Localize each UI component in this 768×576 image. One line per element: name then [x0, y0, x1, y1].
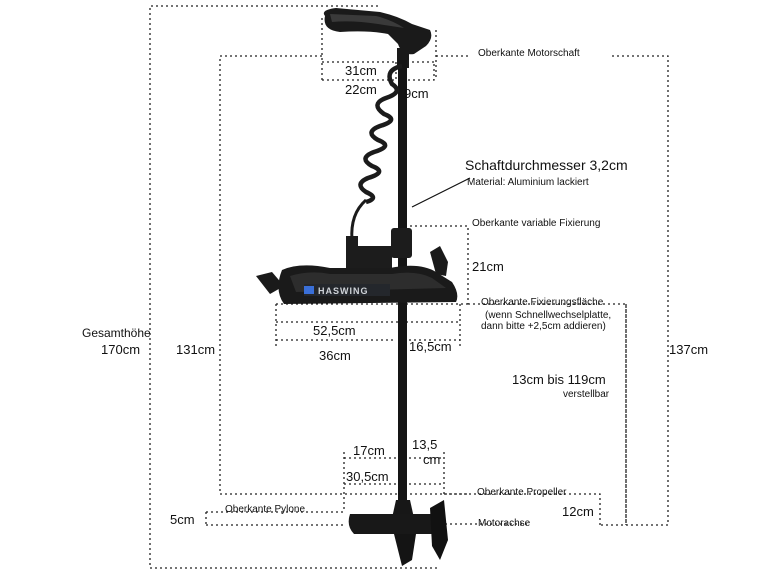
- pylon-box: [343, 452, 445, 512]
- mount-offset-label: 16,5cm: [409, 339, 452, 354]
- handle-offset-box: [395, 62, 435, 81]
- handle-length-label: 22cm: [345, 82, 377, 97]
- motorschaft-top-label: Oberkante Motorschaft: [478, 48, 580, 59]
- left-height-label: 131cm: [176, 342, 216, 357]
- gesamthoehe-value: 170cm: [101, 342, 141, 357]
- shaft-diameter-label: Schaftdurchmesser 3,2cm: [465, 157, 628, 173]
- pylon-value-label: 5cm: [170, 512, 195, 527]
- control-box: [346, 246, 392, 272]
- pylon-17-label: 17cm: [353, 443, 385, 458]
- propeller-value-label: 12cm: [562, 504, 594, 519]
- variable-fix-line: [405, 225, 469, 304]
- mount-width-label: 52,5cm: [313, 323, 356, 338]
- skeg: [394, 534, 416, 566]
- pylon: [392, 500, 414, 518]
- variable-fix-label: Oberkante variable Fixierung: [472, 218, 601, 229]
- propeller-top-line: [444, 493, 601, 525]
- gesamthoehe-title: Gesamthöhe: [82, 326, 151, 340]
- right-height-line: [600, 55, 669, 526]
- shaft-leader-line: [411, 177, 471, 208]
- handle-box: [321, 18, 437, 81]
- brand-logo: HASWING: [318, 286, 369, 296]
- right-height-label: 137cm: [669, 342, 709, 357]
- brand-accent: [304, 286, 314, 294]
- adjust-note-label: verstellbar: [563, 389, 610, 400]
- mount-top-label-2: (wenn Schnellwechselplatte,: [485, 310, 612, 321]
- handle-grip-highlight: [330, 14, 404, 28]
- mount-box: [275, 304, 461, 346]
- motor-axis-label: Motorachse: [478, 518, 531, 529]
- dimension-lines: [149, 5, 669, 569]
- mount-lever-right: [430, 246, 448, 276]
- handle-offset-label: 9cm: [404, 86, 429, 101]
- mount-depth-label: 36cm: [319, 348, 351, 363]
- cable-lower: [350, 198, 368, 241]
- propeller-top-label: Oberkante Propeller: [477, 487, 567, 498]
- mount-top-label-1: Oberkante Fixierungsfläche: [481, 297, 604, 308]
- left-height-line: [219, 55, 470, 495]
- propeller: [430, 500, 448, 560]
- shaft-collar: [391, 228, 412, 258]
- motor-pod: [348, 514, 443, 534]
- coiled-cable: [358, 63, 403, 205]
- adjust-range-label: 13cm bis 119cm: [512, 372, 606, 387]
- mount-top-label-3: dann bitte +2,5cm addieren): [481, 321, 606, 332]
- variable-fix-value: 21cm: [472, 259, 504, 274]
- pylon-135-label-a: 13,5: [412, 437, 438, 452]
- pylon-135-label-b: cm: [423, 452, 441, 467]
- pylon-top-label: Oberkante Pylone: [225, 504, 306, 515]
- shaft-material-label: Material: Aluminium lackiert: [467, 177, 589, 188]
- mount-top-line: [276, 303, 627, 525]
- trolling-motor-illustration: HASWING: [256, 8, 458, 566]
- pylon-305-label: 30,5cm: [346, 469, 389, 484]
- total-height-line: [149, 5, 440, 569]
- pylon-top-line: [205, 511, 344, 526]
- mount-lever-left: [256, 272, 284, 294]
- brand-badge: [304, 284, 390, 296]
- handle-width-label: 31cm: [345, 63, 377, 78]
